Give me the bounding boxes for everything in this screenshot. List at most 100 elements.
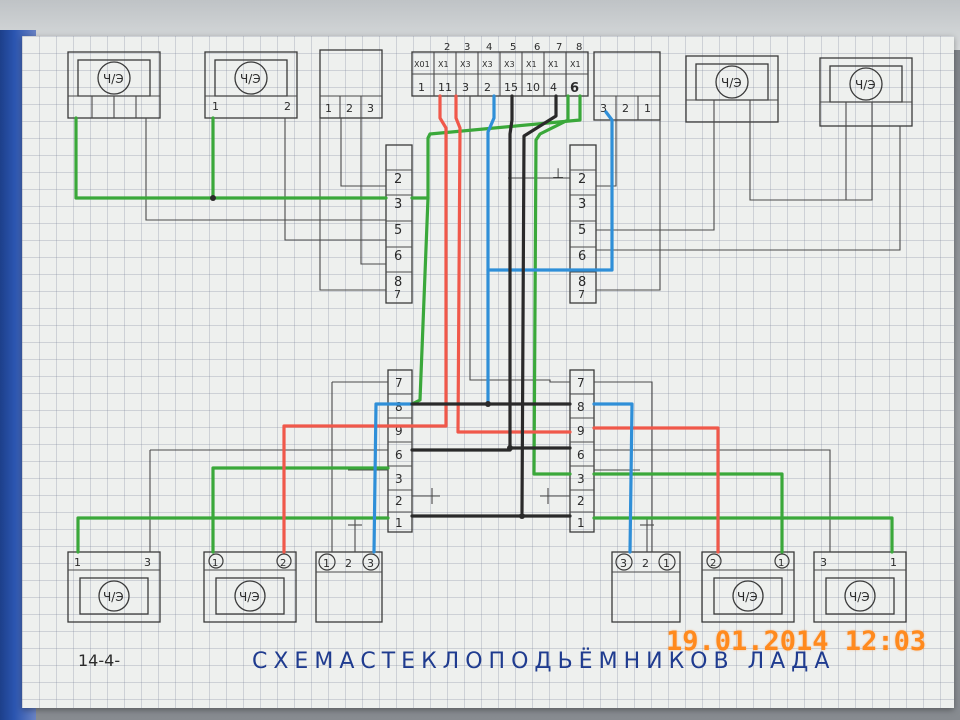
blue-wires bbox=[372, 94, 634, 554]
svg-text:Х1: Х1 bbox=[548, 60, 559, 69]
pin-label: 1 bbox=[644, 102, 651, 115]
page-note: 14-4- bbox=[78, 651, 120, 670]
motor-label: Ч/Э bbox=[103, 590, 124, 604]
svg-text:3: 3 bbox=[578, 197, 586, 212]
svg-text:6: 6 bbox=[570, 81, 579, 96]
top-connector: 2 3 4 5 6 7 8 Х01 Х1 Х3 Х3 Х3 Х1 Х1 Х1 1 bbox=[411, 42, 589, 97]
svg-text:3: 3 bbox=[144, 556, 151, 569]
svg-text:1: 1 bbox=[577, 516, 585, 530]
svg-text:Х3: Х3 bbox=[504, 60, 515, 69]
svg-text:1: 1 bbox=[323, 557, 330, 570]
pin-label: 1 bbox=[212, 100, 219, 113]
svg-text:2: 2 bbox=[484, 81, 491, 94]
motor-label: Ч/Э bbox=[240, 72, 261, 86]
bottom-motor-4: 3 1 Ч/Э bbox=[813, 551, 907, 623]
svg-text:9: 9 bbox=[395, 424, 403, 438]
pin-label: 2 bbox=[622, 102, 629, 115]
green-wires bbox=[74, 94, 894, 554]
svg-text:3: 3 bbox=[820, 556, 827, 569]
red-wires bbox=[282, 94, 720, 554]
svg-text:8: 8 bbox=[394, 275, 402, 290]
svg-text:7: 7 bbox=[577, 376, 585, 390]
bottom-switch-left: 1 2 3 bbox=[315, 551, 383, 623]
motor-label: Ч/Э bbox=[103, 72, 124, 86]
pin-label: 2 bbox=[284, 100, 291, 113]
top-switch-right: 3 2 1 bbox=[593, 51, 661, 121]
svg-text:9: 9 bbox=[577, 424, 585, 438]
svg-text:7: 7 bbox=[394, 288, 401, 301]
svg-text:1: 1 bbox=[663, 557, 670, 570]
svg-text:6: 6 bbox=[578, 249, 586, 264]
svg-text:1: 1 bbox=[778, 558, 784, 569]
svg-text:8: 8 bbox=[578, 275, 586, 290]
svg-text:6: 6 bbox=[534, 42, 540, 53]
svg-text:3: 3 bbox=[577, 472, 585, 486]
svg-text:2: 2 bbox=[577, 494, 585, 508]
terminal-block-right-lower: 7 8 9 6 3 2 1 bbox=[569, 369, 595, 533]
svg-text:Х3: Х3 bbox=[482, 60, 493, 69]
svg-text:4: 4 bbox=[486, 42, 492, 53]
top-motor-4: Ч/Э bbox=[819, 57, 913, 127]
top-motor-1: Ч/Э bbox=[67, 51, 161, 119]
svg-text:Х1: Х1 bbox=[570, 60, 581, 69]
svg-text:1: 1 bbox=[890, 556, 897, 569]
svg-text:2: 2 bbox=[345, 557, 352, 570]
ground-symbol: ⊥ bbox=[552, 166, 564, 182]
svg-text:8: 8 bbox=[576, 42, 582, 53]
svg-text:Х1: Х1 bbox=[438, 60, 449, 69]
top-motor-3: Ч/Э bbox=[685, 55, 779, 123]
bottom-motor-1: 1 3 Ч/Э bbox=[67, 551, 161, 623]
terminal-block-right-upper: 2 3 5 6 8 7 bbox=[569, 144, 597, 304]
motor-label: Ч/Э bbox=[721, 76, 742, 90]
svg-text:1: 1 bbox=[74, 556, 81, 569]
svg-text:3: 3 bbox=[394, 197, 402, 212]
svg-text:5: 5 bbox=[578, 223, 586, 238]
pin-label: 1 bbox=[325, 102, 332, 115]
svg-text:6: 6 bbox=[394, 249, 402, 264]
svg-text:8: 8 bbox=[577, 400, 585, 414]
motor-label: Ч/Э bbox=[855, 78, 876, 92]
svg-text:1: 1 bbox=[212, 558, 218, 569]
svg-text:7: 7 bbox=[578, 288, 585, 301]
svg-text:2: 2 bbox=[710, 558, 716, 569]
svg-text:3: 3 bbox=[367, 557, 374, 570]
top-switch-left: 1 2 3 bbox=[319, 49, 383, 119]
svg-text:10: 10 bbox=[526, 81, 540, 94]
svg-text:2: 2 bbox=[394, 172, 402, 187]
motor-label: Ч/Э bbox=[849, 590, 870, 604]
diagram-title: СХЕМАСТЕКЛОПОДЬЁМНИКОВ ЛАДА bbox=[252, 648, 835, 674]
svg-text:5: 5 bbox=[394, 223, 402, 238]
svg-text:Х01: Х01 bbox=[414, 60, 430, 69]
svg-text:15: 15 bbox=[504, 81, 518, 94]
svg-text:8: 8 bbox=[395, 400, 403, 414]
svg-text:3: 3 bbox=[620, 557, 627, 570]
svg-text:2: 2 bbox=[578, 172, 586, 187]
svg-text:6: 6 bbox=[395, 448, 403, 462]
pin-label: 2 bbox=[346, 102, 353, 115]
pin-label: 3 bbox=[367, 102, 374, 115]
svg-text:2: 2 bbox=[444, 42, 450, 53]
svg-text:1: 1 bbox=[418, 81, 425, 94]
svg-text:3: 3 bbox=[462, 81, 469, 94]
bottom-motor-2: 1 2 Ч/Э bbox=[203, 551, 297, 623]
pin-label: 3 bbox=[600, 102, 607, 115]
svg-text:3: 3 bbox=[395, 472, 403, 486]
bottom-switch-right: 3 2 1 bbox=[611, 551, 681, 623]
motor-label: Ч/Э bbox=[737, 590, 758, 604]
top-motor-2: Ч/Э 1 2 bbox=[204, 51, 298, 119]
svg-text:1: 1 bbox=[395, 516, 403, 530]
motor-label: Ч/Э bbox=[239, 590, 260, 604]
svg-text:5: 5 bbox=[510, 42, 516, 53]
photo-timestamp: 19.01.2014 12:03 bbox=[666, 626, 927, 657]
svg-text:6: 6 bbox=[577, 448, 585, 462]
svg-text:2: 2 bbox=[395, 494, 403, 508]
svg-text:3: 3 bbox=[464, 42, 470, 53]
terminal-block-left-upper: 2 3 5 6 8 7 bbox=[385, 144, 413, 304]
svg-text:11: 11 bbox=[438, 81, 452, 94]
black-wires bbox=[410, 94, 572, 519]
svg-text:Х3: Х3 bbox=[460, 60, 471, 69]
svg-text:7: 7 bbox=[395, 376, 403, 390]
svg-text:4: 4 bbox=[550, 81, 557, 94]
